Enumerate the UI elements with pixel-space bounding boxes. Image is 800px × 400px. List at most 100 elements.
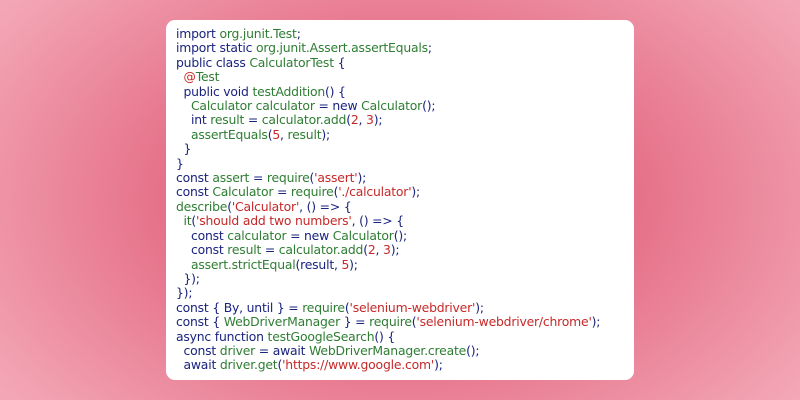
code-token: Calculator bbox=[361, 98, 423, 114]
code-token: ( bbox=[227, 198, 232, 214]
code-token: (); bbox=[393, 227, 407, 243]
code-token: import bbox=[176, 26, 220, 41]
code-token: calculator.add bbox=[261, 112, 347, 128]
code-line: Calculator calculator = new Calculator()… bbox=[176, 98, 634, 114]
code-token: ); bbox=[390, 242, 400, 258]
code-token: , bbox=[375, 242, 384, 258]
code-token: require bbox=[369, 314, 412, 330]
code-token: ); bbox=[357, 170, 367, 186]
code-line: it('should add two numbers', () => { bbox=[176, 214, 634, 228]
code-line: ... bbox=[176, 371, 634, 380]
code-token: (); bbox=[422, 98, 436, 114]
code-line: }); bbox=[176, 270, 634, 286]
code-token: CalculatorTest bbox=[249, 54, 334, 70]
code-token: assert bbox=[212, 170, 250, 186]
code-token: calculator bbox=[227, 227, 287, 243]
code-token: 3 bbox=[383, 242, 391, 258]
code-token: 'Calculator' bbox=[231, 198, 300, 214]
code-token: org.junit.Test bbox=[219, 26, 297, 41]
code-token: it bbox=[183, 213, 192, 229]
code-token: ); bbox=[411, 184, 421, 200]
code-token: async function bbox=[176, 328, 268, 344]
code-token: './calculator' bbox=[338, 184, 412, 200]
code-token: WebDriverManager.create bbox=[309, 342, 467, 358]
code-token: () { bbox=[325, 83, 346, 99]
code-token: = bbox=[244, 112, 262, 128]
code-line: assert.strictEqual(result, 5); bbox=[176, 256, 634, 272]
code-token: const bbox=[176, 299, 213, 315]
code-token: calculator.add bbox=[278, 242, 364, 258]
code-token: ; bbox=[296, 26, 301, 41]
code-line: const assert = require('assert'); bbox=[176, 170, 634, 186]
code-token: = bbox=[261, 242, 279, 258]
code-block: import org.junit.Test;import static org.… bbox=[176, 26, 634, 380]
code-token: } bbox=[176, 141, 192, 157]
code-token: const bbox=[176, 314, 213, 330]
code-token: driver.get bbox=[219, 357, 278, 373]
code-token: assert.strictEqual bbox=[190, 256, 296, 272]
code-token: 2 bbox=[350, 112, 359, 128]
code-line: const result = calculator.add(2, 3); bbox=[176, 242, 634, 258]
code-token: describe bbox=[176, 198, 228, 214]
code-token: ( bbox=[363, 242, 368, 258]
code-token: = new bbox=[286, 227, 333, 243]
code-token: driver bbox=[219, 342, 256, 358]
code-token: ; bbox=[427, 40, 432, 56]
code-card: import org.junit.Test;import static org.… bbox=[166, 20, 634, 380]
code-token: org.junit.Assert.assertEquals bbox=[256, 40, 428, 56]
code-token: ( bbox=[191, 213, 197, 229]
code-token: testGoogleSearch bbox=[267, 328, 375, 344]
code-token: { bbox=[333, 54, 346, 70]
code-token: ( bbox=[344, 299, 350, 315]
code-token: ... bbox=[176, 371, 195, 380]
code-token bbox=[176, 127, 191, 142]
code-token: 'selenium-webdriver/chrome' bbox=[416, 314, 592, 330]
code-token: assertEquals bbox=[190, 126, 268, 142]
code-token: ); bbox=[591, 314, 601, 330]
code-line: import static org.junit.Assert.assertEqu… bbox=[176, 41, 634, 55]
code-line: describe('Calculator', () => { bbox=[176, 198, 634, 214]
code-token: Calculator bbox=[212, 184, 274, 200]
code-token: 'selenium-webdriver' bbox=[349, 299, 476, 315]
code-token: ); bbox=[475, 299, 484, 315]
code-token: 'https://www.google.com' bbox=[282, 357, 435, 373]
code-token: @ bbox=[183, 69, 196, 85]
code-token: ( bbox=[346, 112, 351, 128]
code-token: }); bbox=[176, 270, 200, 286]
code-token: }); bbox=[176, 285, 193, 301]
code-token: (result, bbox=[295, 256, 342, 272]
code-token: ( bbox=[267, 126, 273, 142]
code-token: = await bbox=[255, 342, 310, 358]
code-token bbox=[176, 257, 191, 272]
code-token: const bbox=[176, 227, 228, 243]
code-token: 3 bbox=[366, 112, 374, 128]
code-token: require bbox=[290, 184, 334, 200]
code-token: ( bbox=[309, 170, 315, 186]
code-token: int bbox=[176, 112, 211, 128]
code-line: const { By, until } = require('selenium-… bbox=[176, 299, 634, 315]
code-token: public void bbox=[176, 83, 253, 99]
code-line: } bbox=[176, 142, 634, 156]
code-token: = new bbox=[314, 98, 362, 114]
code-token: 'assert' bbox=[314, 170, 358, 186]
code-token: Calculator calculator bbox=[190, 98, 315, 114]
code-token bbox=[176, 98, 191, 113]
code-token: = bbox=[249, 170, 267, 186]
code-token: { By, until } = bbox=[212, 299, 303, 315]
code-token: public class bbox=[176, 54, 250, 70]
code-token: result bbox=[287, 126, 322, 142]
code-token: import static bbox=[176, 40, 257, 56]
code-line: async function testGoogleSearch() { bbox=[176, 328, 634, 344]
code-token: () { bbox=[374, 328, 396, 344]
code-token: WebDriverManager bbox=[223, 314, 341, 330]
code-line: int result = calculator.add(2, 3); bbox=[176, 113, 634, 127]
code-token: (); bbox=[466, 342, 480, 358]
code-token: ); bbox=[321, 126, 330, 142]
code-token: 2 bbox=[367, 242, 376, 258]
code-token: ( bbox=[277, 357, 283, 373]
code-token: const bbox=[176, 170, 213, 186]
code-token: } bbox=[176, 155, 184, 171]
code-line: const driver = await WebDriverManager.cr… bbox=[176, 342, 634, 358]
code-token: const bbox=[176, 184, 213, 200]
code-token: , () => { bbox=[351, 213, 404, 229]
